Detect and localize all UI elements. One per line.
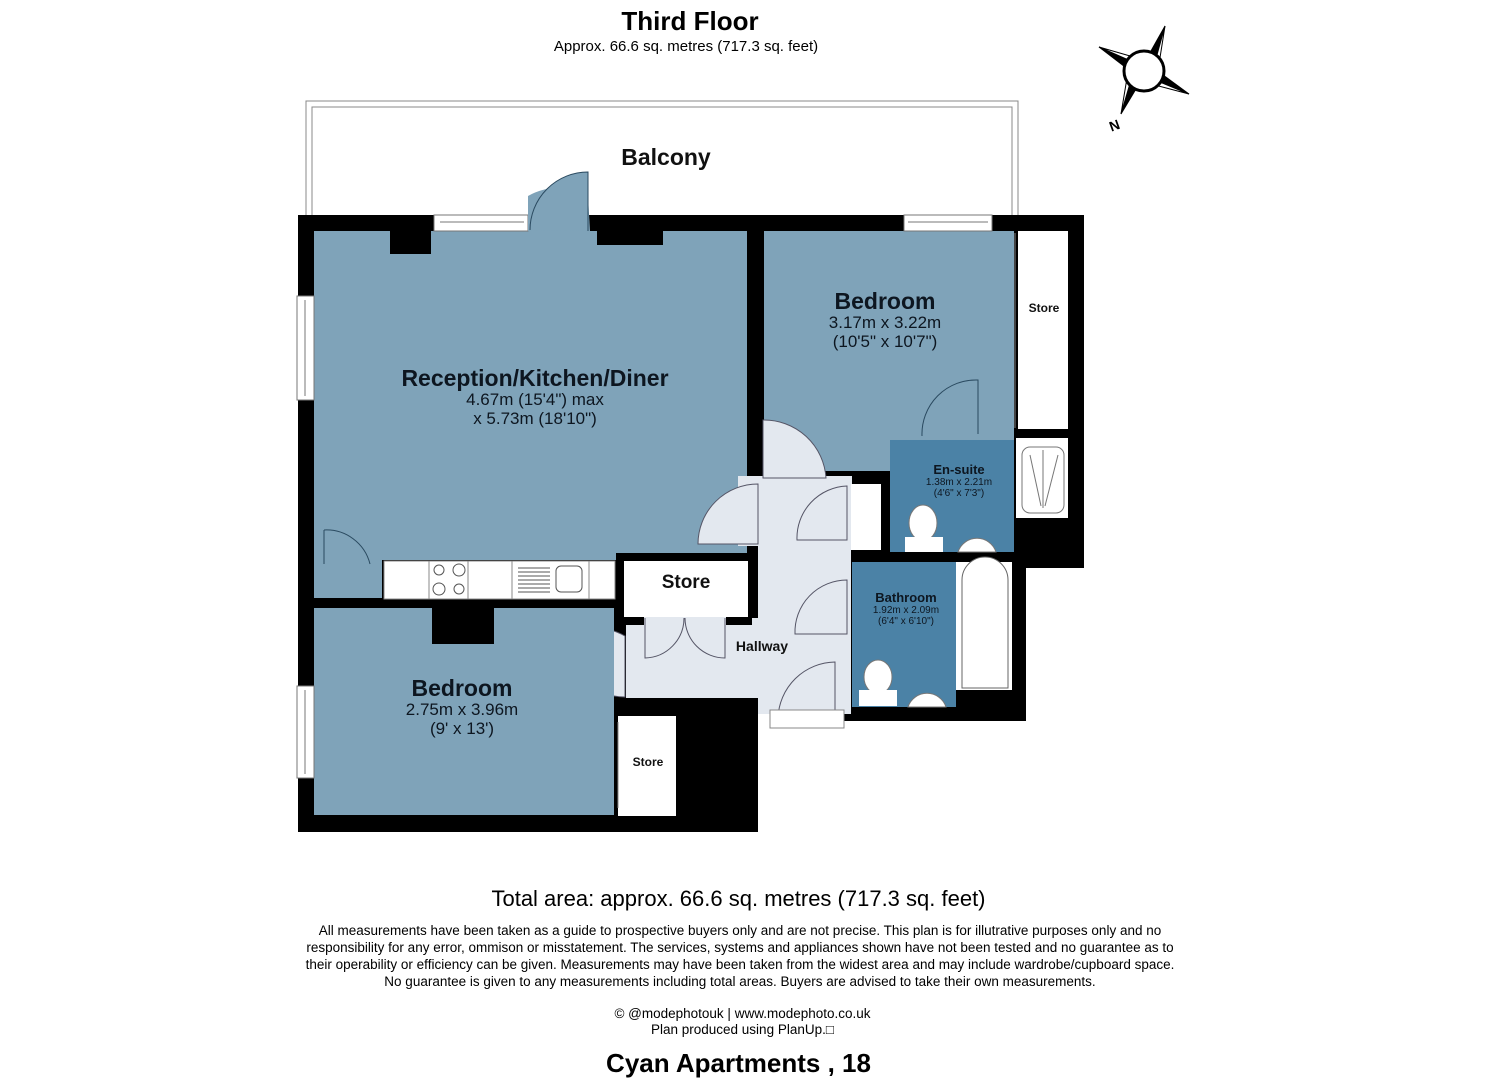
sink-icon (555, 565, 583, 593)
reception-floor (314, 231, 747, 560)
hob-icon (432, 563, 466, 596)
credit-line: Plan produced using PlanUp.□ (650, 1022, 835, 1037)
store-main-label: Store (661, 572, 711, 593)
store-bedroom1-label: Store (1028, 301, 1060, 315)
room-name: Bedroom (411, 675, 513, 701)
disclaimer-line: No guarantee is given to any measurement… (384, 974, 1096, 989)
front-door-threshold (769, 709, 845, 729)
basin-icon (907, 692, 947, 708)
basin-icon (957, 537, 997, 553)
room-dimensions: (6'4" x 6'10") (878, 616, 934, 628)
room-dimensions: 1.92m x 2.09m (872, 605, 940, 617)
bedroom2-label: Bedroom 2.75m x 3.96m (9' x 13') (352, 675, 572, 739)
balcony-outline (305, 100, 1019, 216)
room-dimensions: 1.38m x 2.21m (925, 477, 993, 489)
compass-north-icon: N (1098, 25, 1190, 134)
room-dimensions: (10'5" x 10'7") (832, 331, 938, 351)
toilet-icon (908, 504, 938, 542)
disclaimer-line: responsibility for any error, ommison or… (306, 940, 1174, 955)
store-bedroom2 (618, 716, 676, 816)
room-dimensions: (9' x 13') (429, 718, 495, 738)
room-dimensions: x 5.73m (18'10") (473, 408, 597, 428)
room-name: En-suite (933, 462, 985, 477)
room-name: Reception/Kitchen/Diner (401, 365, 669, 391)
store-bedroom1 (1018, 231, 1068, 429)
disclaimer-line: All measurements have been taken as a gu… (318, 923, 1162, 938)
floor-title: Third Floor (621, 6, 759, 36)
room-name: Bedroom (834, 288, 936, 314)
drainer-icon (518, 567, 550, 593)
toilet-icon (863, 659, 893, 695)
ensuite-floor (890, 440, 1014, 552)
property-address: Cyan Apartments , 18 (606, 1048, 871, 1078)
credit-line: © @modephotouk | www.modephoto.co.uk (614, 1006, 871, 1021)
total-area: Total area: approx. 66.6 sq. metres (717… (491, 886, 986, 911)
ensuite-label: En-suite 1.38m x 2.21m (4'6" x 7'3") (904, 462, 1014, 500)
store-main (624, 561, 748, 617)
hallway-label: Hallway (735, 638, 789, 654)
floor-area-subtitle: Approx. 66.6 sq. metres (717.3 sq. feet) (553, 38, 819, 55)
bedroom1-label: Bedroom 3.17m x 3.22m (10'5" x 10'7") (775, 288, 995, 352)
room-dimensions: 3.17m x 3.22m (828, 313, 942, 333)
cupboard-hallway (851, 484, 881, 550)
room-dimensions: (4'6" x 7'3") (933, 488, 985, 500)
disclaimer-line: their operability or efficiency can be g… (305, 957, 1175, 972)
balcony-label: Balcony (621, 144, 711, 170)
bath-icon (961, 556, 1009, 689)
credits: © @modephotouk | www.modephoto.co.uk Pla… (0, 1006, 1485, 1038)
room-dimensions: 4.67m (15'4") max (466, 390, 604, 410)
bathroom-label: Bathroom 1.92m x 2.09m (6'4" x 6'10") (852, 590, 960, 628)
store-bedroom2-label: Store (632, 755, 664, 769)
reception-label: Reception/Kitchen/Diner 4.67m (15'4") ma… (360, 365, 710, 429)
room-dimensions: 2.75m x 3.96m (405, 700, 519, 720)
disclaimer: All measurements have been taken as a gu… (240, 922, 1240, 990)
room-name: Bathroom (875, 590, 937, 605)
